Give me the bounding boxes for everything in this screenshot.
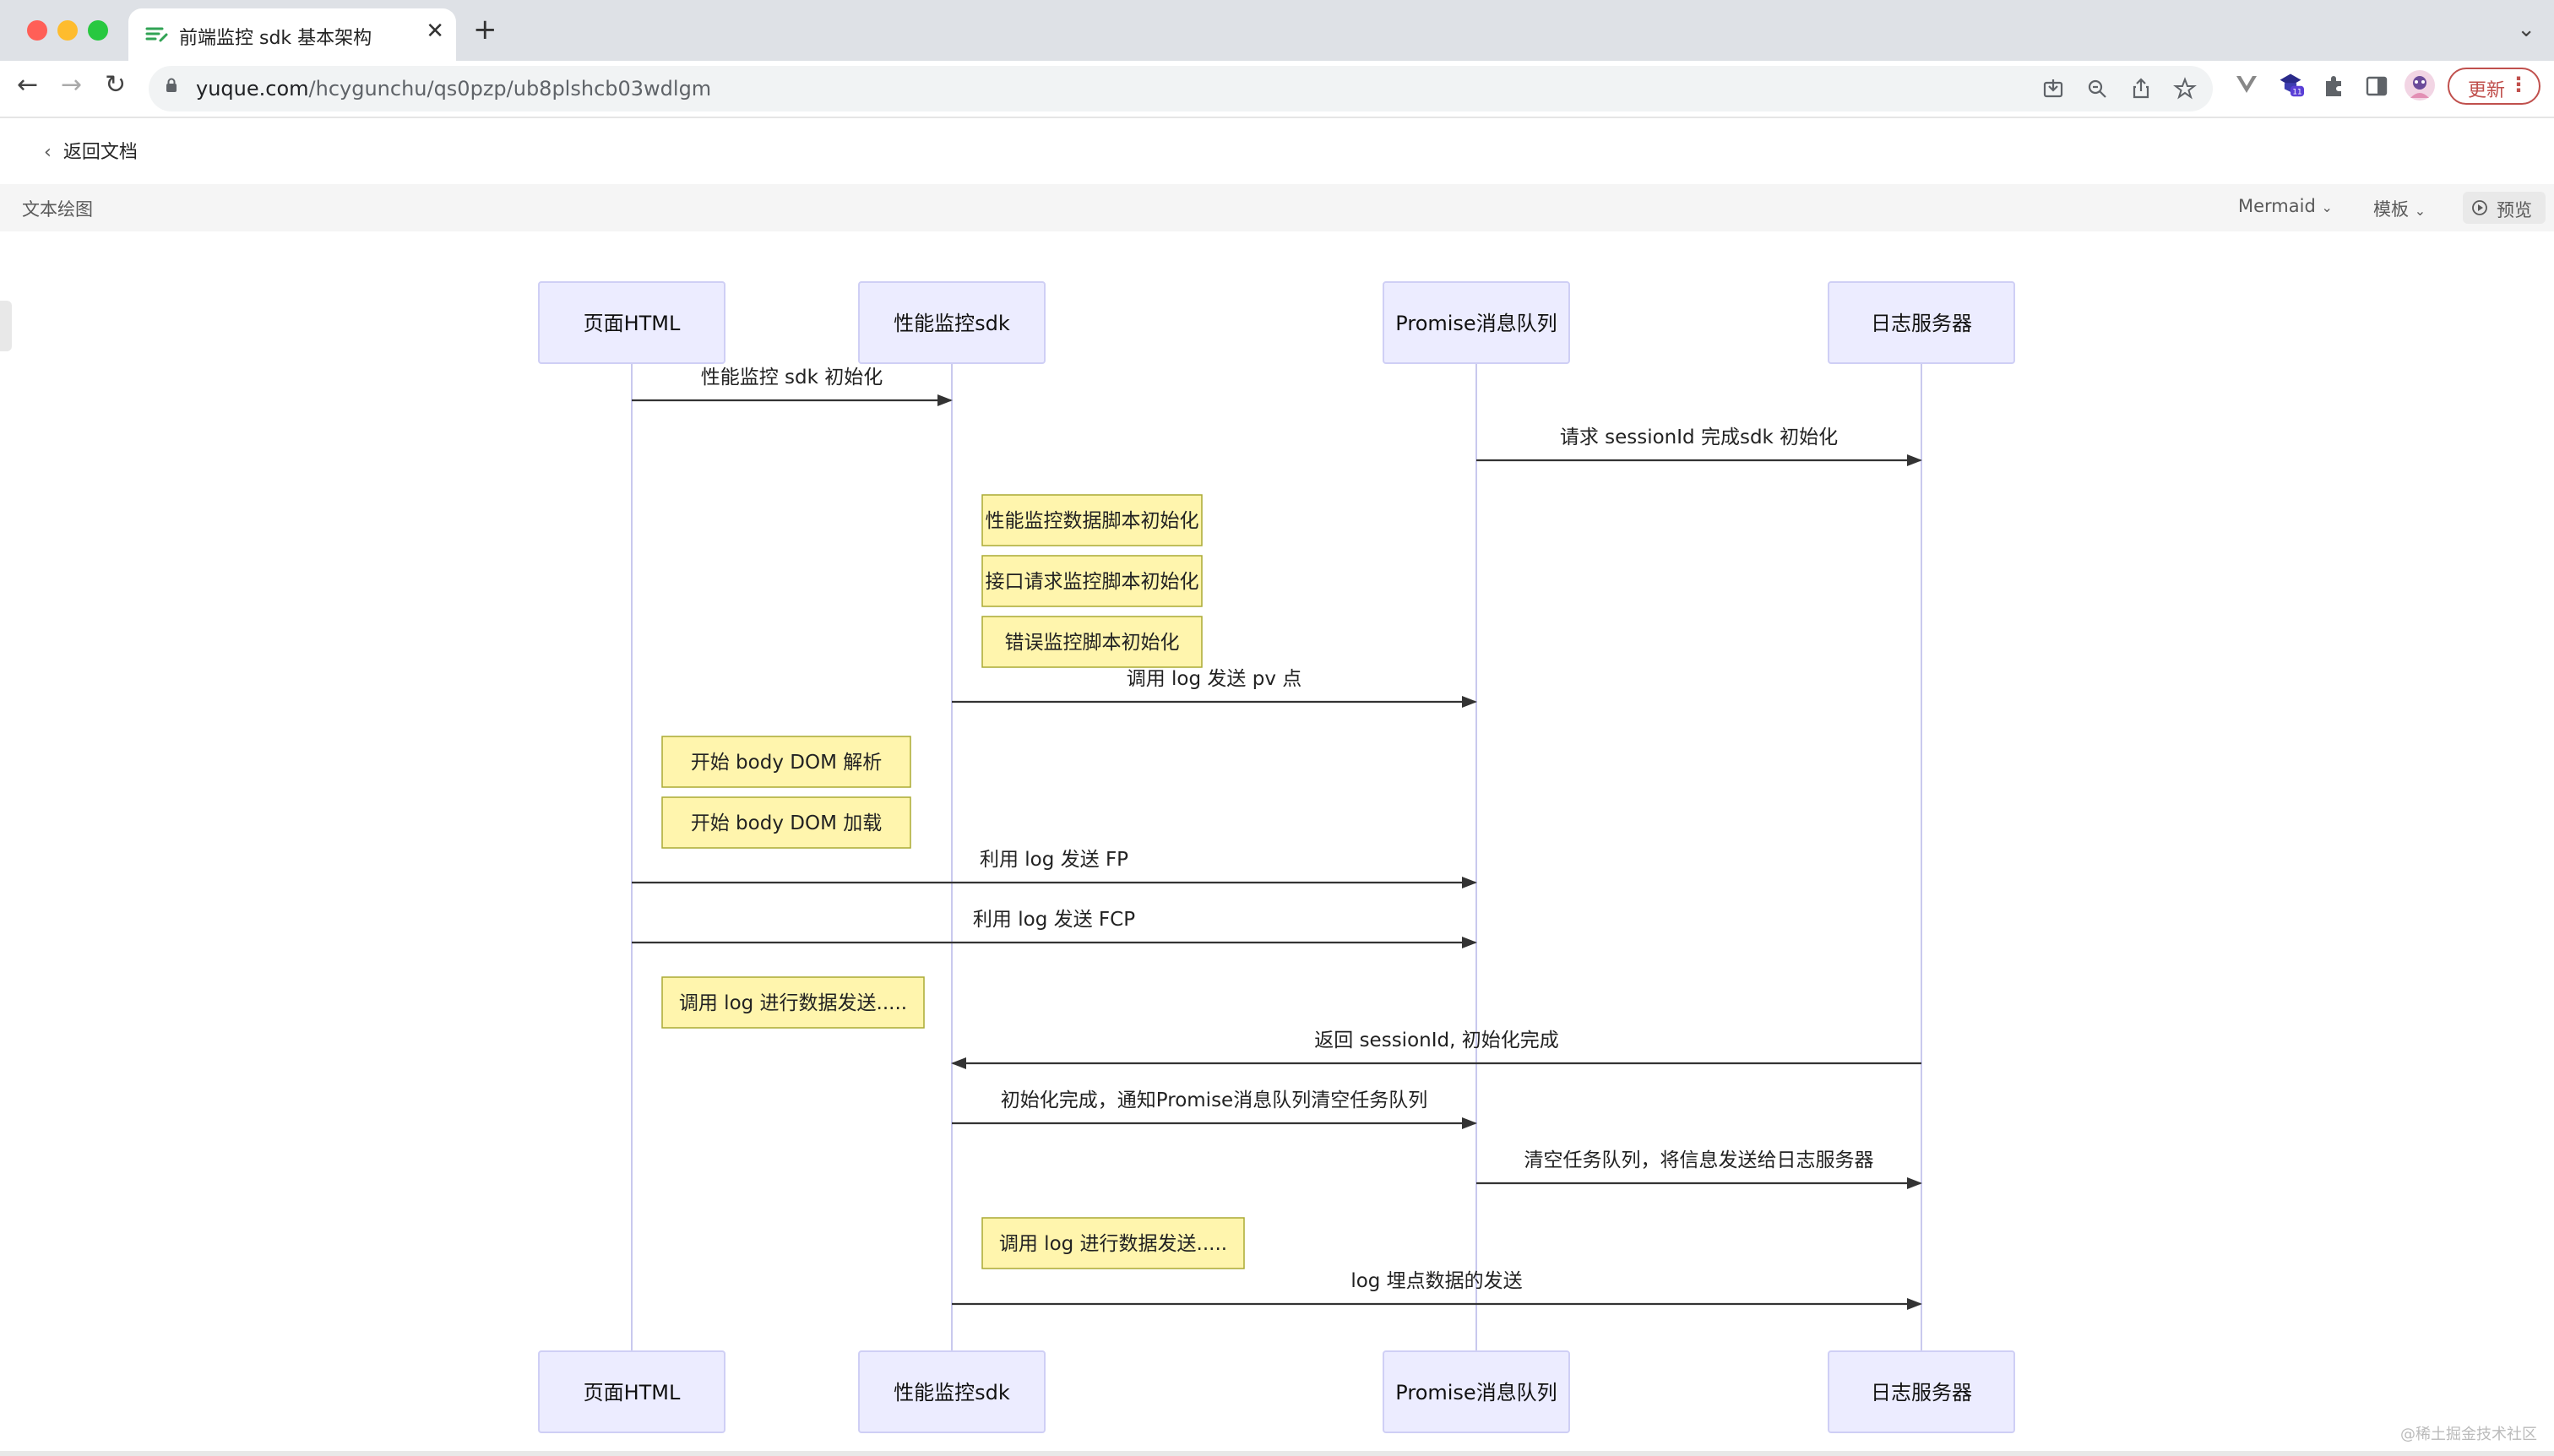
zoom-icon[interactable] (2084, 76, 2110, 101)
bookmark-star-icon[interactable] (2172, 76, 2198, 101)
note-text: 错误监控脚本初始化 (1005, 632, 1180, 654)
preview-button[interactable]: 预览 (2463, 192, 2546, 224)
side-panel-icon[interactable] (2363, 73, 2390, 100)
chevron-left-icon: ‹ (44, 142, 52, 163)
more-menu-icon: ⋮ (2508, 73, 2529, 96)
chevron-down-icon: ⌄ (2414, 203, 2426, 219)
participant-label-bottom: 性能监控sdk (894, 1381, 1010, 1404)
participant-box-bottom (538, 1350, 725, 1433)
editor-toolbar: 文本绘图 Mermaid ⌄ 模板 ⌄ 预览 (0, 184, 2554, 231)
participant-label-top: 页面HTML (584, 312, 681, 335)
lock-icon (166, 78, 177, 92)
editor-title: 文本绘图 (22, 199, 93, 220)
note-box (661, 976, 925, 1029)
note-box (981, 616, 1203, 668)
window-close-button[interactable] (27, 20, 47, 41)
message-label: 清空任务队列，将信息发送给日志服务器 (1524, 1149, 1874, 1171)
note-text: 开始 body DOM 解析 (691, 752, 882, 774)
play-circle-icon (2472, 200, 2487, 215)
browser-toolbar: ← → ↻ yuque.com/hcygunchu/qs0pzp/ub8plsh… (0, 61, 2554, 118)
profile-avatar[interactable] (2404, 69, 2436, 101)
watermark: @稀土掘金技术社区 (2400, 1426, 2537, 1443)
install-app-icon[interactable] (2040, 76, 2066, 101)
message-label: 性能监控 sdk 初始化 (701, 367, 883, 388)
note-box (981, 1217, 1245, 1269)
chevron-down-icon: ⌄ (2321, 199, 2333, 215)
participant-label-top: 性能监控sdk (894, 312, 1010, 335)
note-box (661, 796, 911, 849)
window-zoom-button[interactable] (88, 20, 108, 41)
participant-box-top (1828, 281, 2015, 364)
participant-box-bottom (858, 1350, 1046, 1433)
new-tab-button[interactable]: + (473, 13, 497, 46)
reload-icon[interactable]: ↻ (105, 70, 127, 100)
sidebar-expand-handle[interactable] (0, 301, 12, 351)
participant-label-top: 日志服务器 (1871, 312, 1972, 335)
template-select[interactable]: 模板 ⌄ (2373, 199, 2426, 220)
url-text: yuque.com/hcygunchu/qs0pzp/ub8plshcb03wd… (196, 77, 712, 101)
browser-tab-strip: 前端监控 sdk 基本架构 ✕ + ⌄ (0, 0, 2554, 61)
participant-label-bottom: 页面HTML (584, 1381, 681, 1404)
tab-search-chevron-icon[interactable]: ⌄ (2517, 17, 2535, 42)
language-select[interactable]: Mermaid ⌄ (2238, 196, 2333, 216)
participant-box-top (858, 281, 1046, 364)
extensions-puzzle-icon[interactable] (2321, 73, 2348, 100)
vue-devtools-icon[interactable] (2233, 71, 2260, 98)
note-text: 性能监控数据脚本初始化 (986, 510, 1199, 532)
message-label: 初始化完成，通知Promise消息队列清空任务队列 (1001, 1089, 1427, 1111)
note-text: 接口请求监控脚本初始化 (986, 571, 1199, 593)
participant-label-bottom: Promise消息队列 (1395, 1381, 1557, 1404)
forward-arrow-icon[interactable]: → (61, 70, 83, 100)
yuque-favicon-icon (145, 27, 168, 42)
back-to-document-link[interactable]: ‹ 返回文档 (44, 137, 138, 164)
back-arrow-icon[interactable]: ← (17, 70, 39, 100)
extension-badge-count: 11 (2292, 89, 2301, 97)
bottom-border (0, 1451, 2554, 1456)
message-label: 利用 log 发送 FP (980, 849, 1128, 871)
participant-box-bottom (1828, 1350, 2015, 1433)
note-text: 调用 log 进行数据发送..... (999, 1233, 1227, 1255)
address-bar[interactable]: yuque.com/hcygunchu/qs0pzp/ub8plshcb03wd… (149, 66, 2213, 111)
back-label: 返回文档 (62, 142, 138, 163)
participant-label-bottom: 日志服务器 (1871, 1381, 1972, 1404)
note-box (981, 494, 1203, 546)
participant-box-bottom (1383, 1350, 1570, 1433)
participant-box-top (1383, 281, 1570, 364)
participant-label-top: Promise消息队列 (1395, 312, 1557, 335)
browser-tab[interactable]: 前端监控 sdk 基本架构 ✕ (128, 8, 456, 61)
tab-title: 前端监控 sdk 基本架构 (179, 28, 372, 49)
share-icon[interactable] (2128, 76, 2154, 101)
note-box (661, 736, 911, 788)
participant-box-top (538, 281, 725, 364)
note-text: 开始 body DOM 加载 (691, 812, 882, 834)
message-label: log 埋点数据的发送 (1350, 1270, 1522, 1292)
note-text: 调用 log 进行数据发送..... (679, 992, 907, 1014)
message-label: 请求 sessionId 完成sdk 初始化 (1560, 426, 1838, 448)
message-label: 利用 log 发送 FCP (973, 909, 1135, 931)
message-label: 返回 sessionId, 初始化完成 (1314, 1030, 1558, 1051)
update-button[interactable]: 更新⋮ (2448, 68, 2540, 105)
sequence-diagram: 页面HTML页面HTML性能监控sdk性能监控sdkPromise消息队列Pro… (538, 281, 2015, 1433)
message-label: 调用 log 发送 pv 点 (1127, 668, 1302, 690)
window-minimize-button[interactable] (57, 20, 78, 41)
tab-close-icon[interactable]: ✕ (426, 19, 444, 44)
extension-badge-icon[interactable]: 11 (2277, 71, 2304, 98)
note-box (981, 555, 1203, 607)
